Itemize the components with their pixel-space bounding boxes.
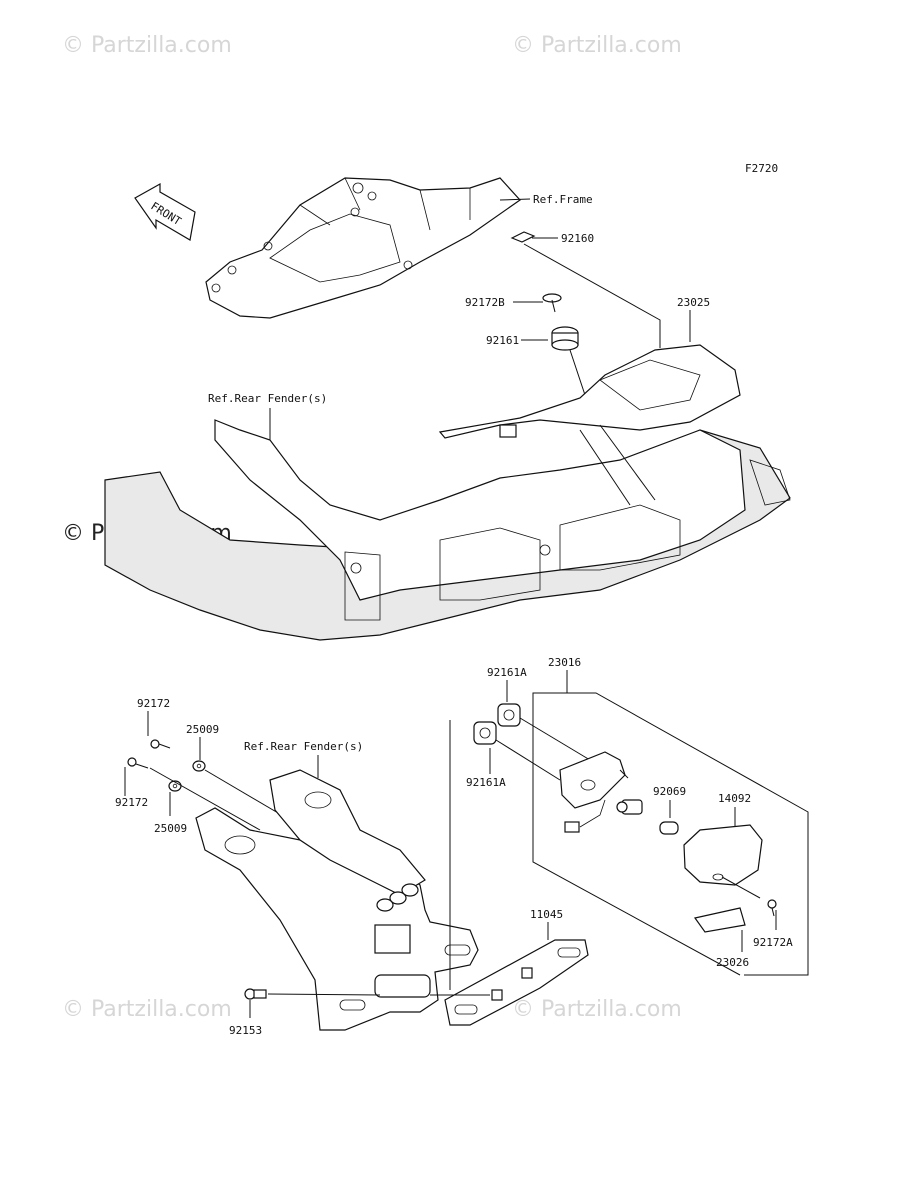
screw-92172-top <box>150 739 171 749</box>
screw-92172-bottom <box>127 757 149 769</box>
watermark-bottom-right: © Partzilla.com <box>512 997 682 1022</box>
socket-part <box>616 799 643 815</box>
screw-92172A <box>767 899 777 917</box>
watermark-top-right: © Partzilla.com <box>512 33 682 58</box>
part-label-92153: 92153 <box>229 1024 262 1037</box>
license-bracket <box>195 769 479 1031</box>
part-label-11045: 11045 <box>530 908 563 921</box>
screw-92172B <box>542 293 562 313</box>
watermark-bottom-left: © Partzilla.com <box>62 997 232 1022</box>
part-label-92161A-top: 92161A <box>487 666 527 679</box>
part-label-92172-bottom: 92172 <box>115 796 148 809</box>
part-label-92069: 92069 <box>653 785 686 798</box>
clip-92160 <box>510 231 536 243</box>
ref-rear-fender-top-label: Ref.Rear Fender(s) <box>208 392 327 405</box>
part-label-25009-top: 25009 <box>186 723 219 736</box>
ref-rear-fender-bottom-label: Ref.Rear Fender(s) <box>244 740 363 753</box>
bracket-23025 <box>438 344 741 439</box>
frame-part <box>205 177 521 319</box>
plate-11045 <box>444 939 589 1026</box>
grommet-92161A-top <box>497 703 521 727</box>
front-arrow-icon: FRONT <box>134 182 196 241</box>
part-label-92160: 92160 <box>561 232 594 245</box>
part-label-23026: 23026 <box>716 956 749 969</box>
washer-25009-top <box>192 760 206 772</box>
rear-fender-assembly <box>104 419 791 641</box>
part-label-92161A-bottom: 92161A <box>466 776 506 789</box>
part-label-92172B: 92172B <box>465 296 505 309</box>
part-label-92172-top: 92172 <box>137 697 170 710</box>
part-label-23016: 23016 <box>548 656 581 669</box>
ref-frame-label: Ref.Frame <box>533 193 593 206</box>
bolt-92153 <box>244 988 267 1000</box>
diagram-id: F2720 <box>745 162 778 175</box>
reflector-23026 <box>693 907 746 933</box>
part-label-92172A: 92172A <box>753 936 793 949</box>
part-label-23025: 23025 <box>677 296 710 309</box>
grommet-92161A-bottom <box>473 721 497 745</box>
part-label-92161: 92161 <box>486 334 519 347</box>
grommet-92161 <box>551 326 579 351</box>
bulb-92069 <box>659 821 679 835</box>
lamp-housing-23016 <box>559 751 629 833</box>
part-label-14092: 14092 <box>718 792 751 805</box>
lens-cover-14092 <box>683 824 763 886</box>
part-label-25009-bottom: 25009 <box>154 822 187 835</box>
watermark-top-left: © Partzilla.com <box>62 33 232 58</box>
